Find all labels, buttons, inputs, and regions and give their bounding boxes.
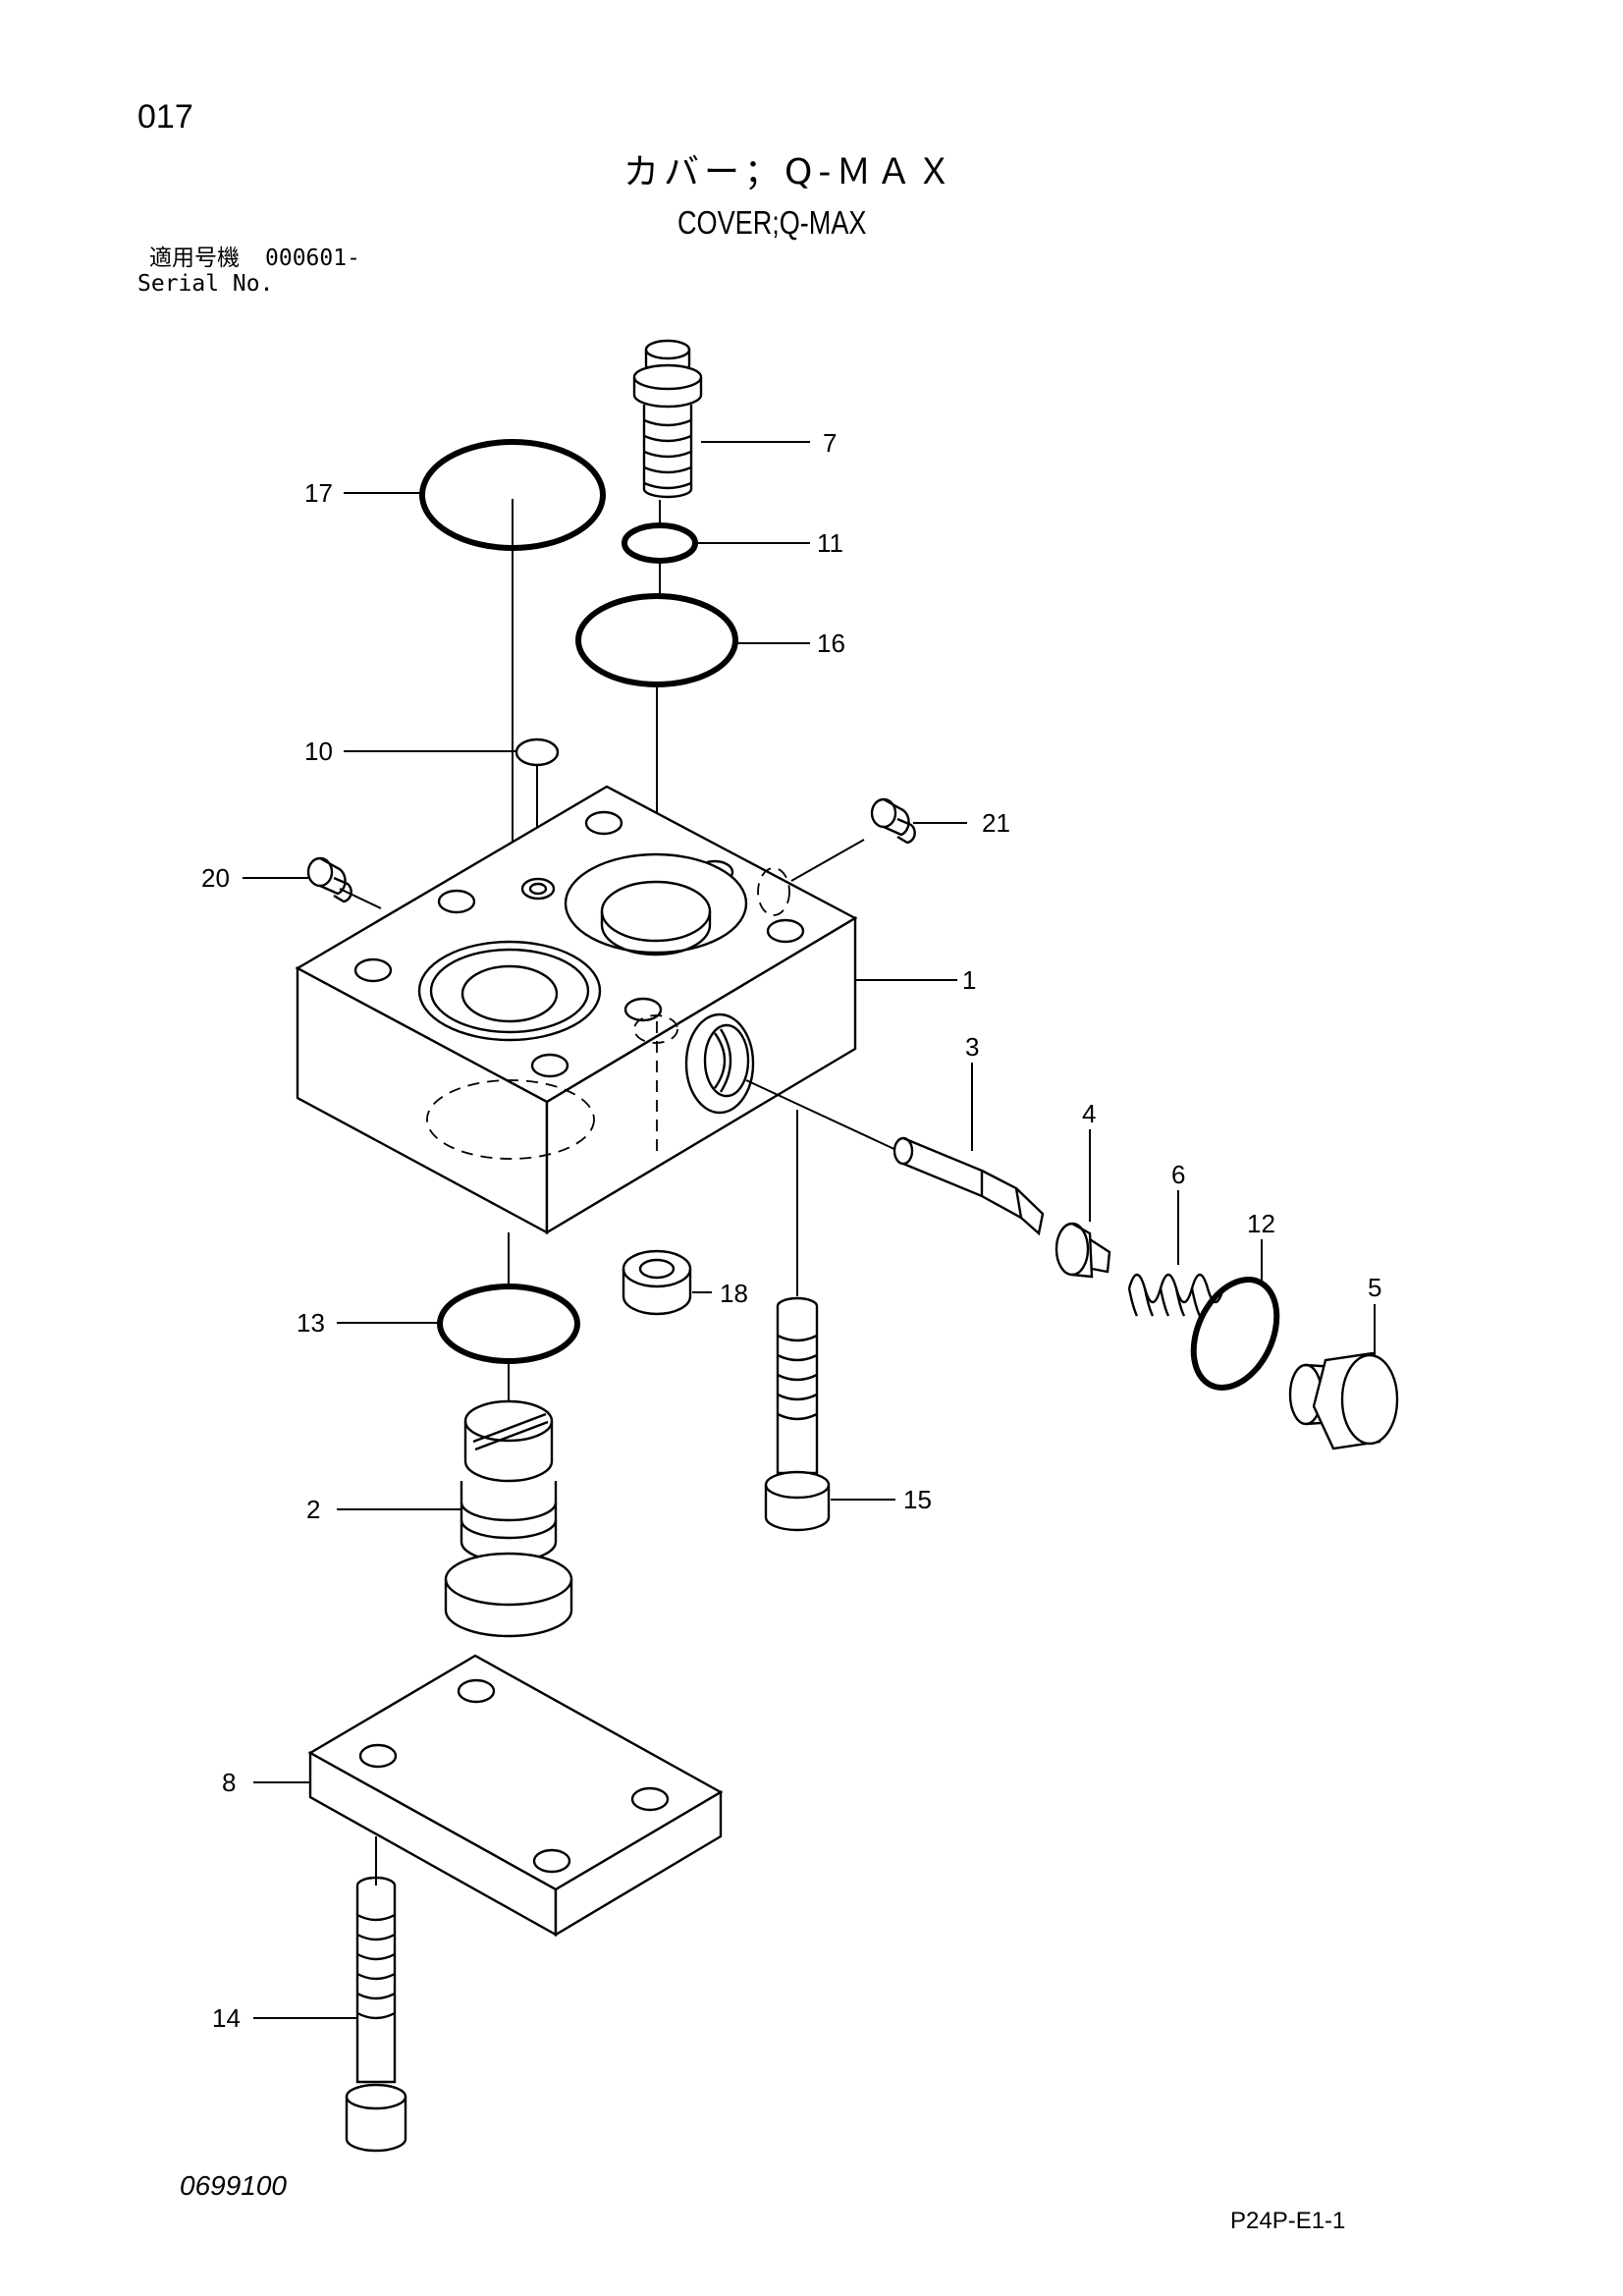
part-14-o-ring — [575, 593, 738, 687]
part-7-plate — [307, 1654, 724, 1938]
serial-value: 000601- — [265, 246, 360, 271]
part-8-bolt — [632, 339, 703, 499]
part-5-plug — [1288, 1351, 1399, 1450]
part-21-plug — [870, 797, 916, 845]
callout-2: 2 — [306, 1495, 320, 1524]
title-english: COVER;Q-MAX — [677, 204, 867, 241]
part-13-o-ring — [437, 1284, 580, 1364]
callout-8: 7 — [823, 428, 837, 458]
part-20-plug — [306, 856, 352, 903]
callout-16: 14 — [212, 2003, 241, 2033]
callout-4: 4 — [1082, 1099, 1096, 1128]
callout-13: 13 — [297, 1308, 325, 1338]
part-1-cover-block — [295, 785, 858, 1235]
part-10-o-ring — [514, 738, 560, 767]
callout-6: 6 — [1171, 1160, 1185, 1189]
serial-label-english: Serial No. — [137, 271, 274, 297]
callout-10: 10 — [304, 737, 333, 766]
part-6-spring — [1127, 1273, 1225, 1317]
drawing-code: 0699100 — [180, 2170, 288, 2201]
part-4-seat — [1055, 1222, 1111, 1279]
page-number: 017 — [137, 98, 193, 136]
callout-17: 15 — [903, 1485, 932, 1514]
part-18-spacer — [622, 1249, 692, 1316]
serial-label-japanese: 適用号機 — [149, 246, 240, 271]
callout-7: 8 — [222, 1768, 236, 1797]
sheet-reference: P24P-E1-1 — [1230, 2208, 1346, 2234]
callout-1: 1 — [962, 965, 976, 995]
callout-5: 5 — [1368, 1273, 1381, 1302]
callout-21: 21 — [982, 808, 1010, 838]
part-11-o-ring — [622, 522, 698, 564]
callout-18: 18 — [720, 1279, 748, 1308]
title-japanese: カバー；Q-ＭＡＸ — [623, 152, 957, 192]
callout-12: 12 — [1247, 1209, 1275, 1238]
part-16-bolt — [345, 1876, 407, 2153]
part-2-plunger — [444, 1399, 573, 1638]
part-3-poppet — [893, 1136, 1045, 1236]
callout-11: 11 — [817, 528, 843, 558]
callout-15: 17 — [304, 478, 333, 508]
callout-3: 3 — [965, 1032, 979, 1062]
callout-20: 20 — [201, 863, 230, 893]
part-12-o-ring — [1190, 1277, 1280, 1391]
part-17-bolt — [764, 1110, 831, 1532]
callout-14: 16 — [817, 629, 845, 658]
